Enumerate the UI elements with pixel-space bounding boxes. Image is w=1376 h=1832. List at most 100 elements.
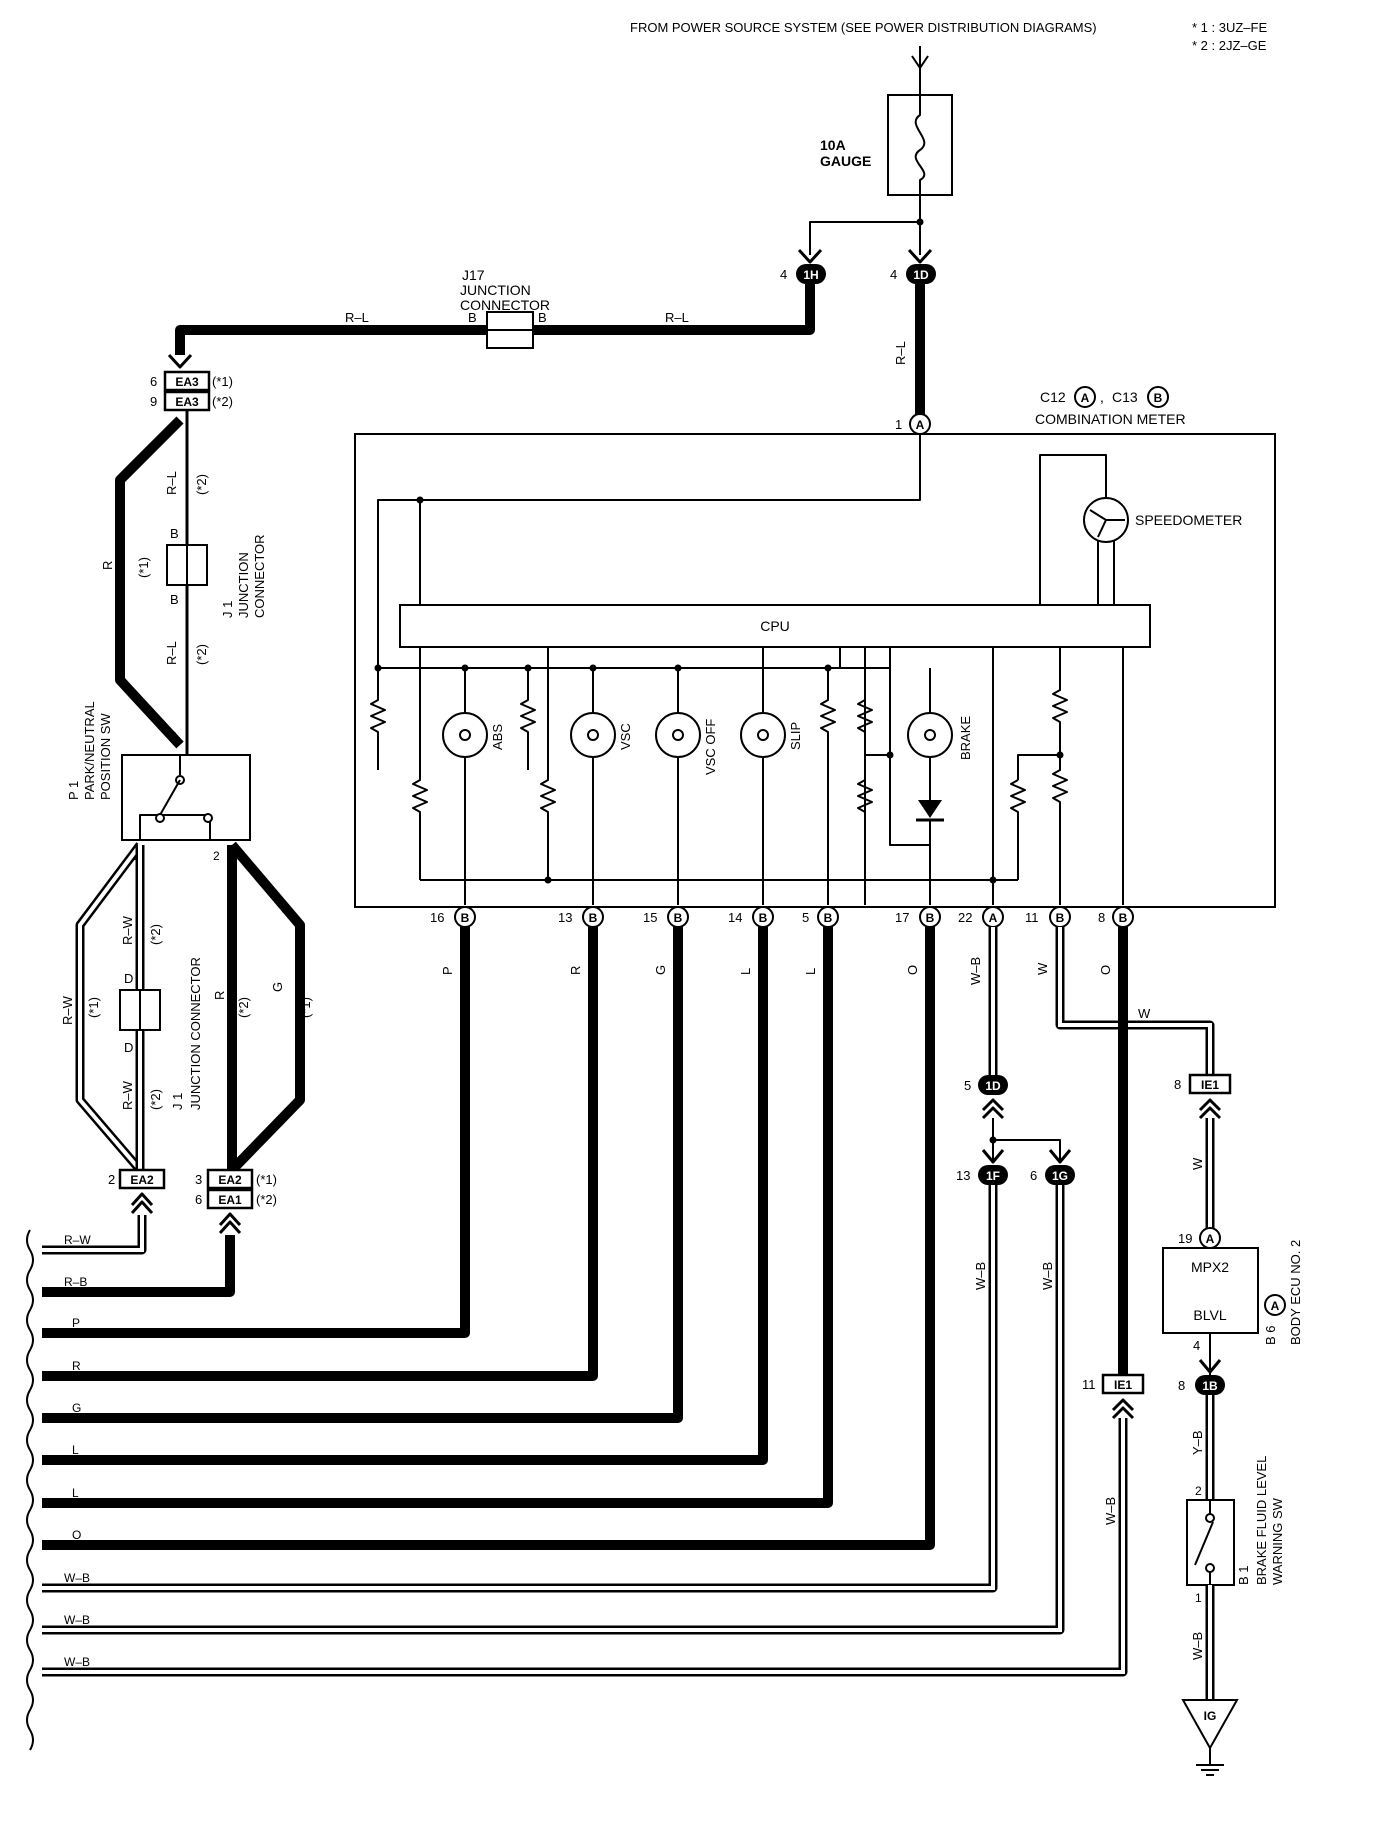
bus-label-10: W–B xyxy=(64,1655,90,1669)
svg-text:Y–B: Y–B xyxy=(1190,1430,1205,1455)
wire-RW-bus xyxy=(42,1215,147,1255)
svg-text:EA3: EA3 xyxy=(175,375,199,389)
svg-text:8: 8 xyxy=(1178,1378,1185,1393)
svg-text:9: 9 xyxy=(150,394,157,409)
svg-text:A: A xyxy=(1081,391,1090,405)
resistor-4 xyxy=(540,647,556,880)
svg-text:P: P xyxy=(440,966,455,975)
svg-text:JUNCTION CONNECTOR: JUNCTION CONNECTOR xyxy=(188,957,203,1110)
svg-text:C12: C12 xyxy=(1040,389,1066,405)
svg-text:R–L: R–L xyxy=(665,310,689,325)
svg-text:6: 6 xyxy=(195,1192,202,1207)
wire-RB-bus xyxy=(42,1235,235,1297)
combination-meter-box xyxy=(354,433,1276,908)
svg-text:3: 3 xyxy=(195,1172,202,1187)
svg-text:CPU: CPU xyxy=(760,618,790,634)
resistor-9 xyxy=(1052,755,1068,820)
svg-text:B: B xyxy=(926,911,935,925)
svg-text:L: L xyxy=(738,968,753,975)
svg-text:EA2: EA2 xyxy=(218,1173,242,1187)
fuse-element xyxy=(914,95,926,195)
svg-text:PARK/NEUTRAL: PARK/NEUTRAL xyxy=(82,701,97,800)
svg-text:C13: C13 xyxy=(1112,389,1138,405)
bus-label-4: G xyxy=(72,1401,81,1415)
svg-text:R–L: R–L xyxy=(164,641,179,665)
svg-text:R: R xyxy=(568,966,583,975)
connector-1G xyxy=(1045,1165,1075,1185)
fuse-rating: 10A xyxy=(820,137,846,153)
meter-pin-11: B 11 W xyxy=(1025,906,1071,975)
bus-label-6: L xyxy=(72,1486,79,1500)
svg-text:B: B xyxy=(589,911,598,925)
svg-text:B 1: B 1 xyxy=(1236,1565,1251,1585)
svg-text:B: B xyxy=(759,911,768,925)
svg-text:B: B xyxy=(1056,911,1065,925)
svg-text:2: 2 xyxy=(1195,1484,1202,1498)
svg-text:G: G xyxy=(653,965,668,975)
abs-lamp: ABS xyxy=(442,668,505,905)
svg-text:6: 6 xyxy=(150,374,157,389)
svg-text:B: B xyxy=(170,526,179,541)
svg-text:ABS: ABS xyxy=(490,724,505,750)
svg-text:J 1: J 1 xyxy=(170,1093,185,1110)
c12-conn-a xyxy=(1074,386,1096,408)
svg-text:IE1: IE1 xyxy=(1201,1078,1219,1092)
resistor-10 xyxy=(1010,779,1026,880)
wire-W-11 xyxy=(1055,927,1215,1075)
svg-text:W: W xyxy=(1138,1006,1151,1021)
brake-switch-contact xyxy=(1194,1521,1214,1566)
connector-EA2-right xyxy=(206,1168,254,1190)
svg-text:R–W: R–W xyxy=(120,915,135,945)
svg-text:17: 17 xyxy=(895,910,909,925)
svg-text:B: B xyxy=(1119,911,1128,925)
vsc-lamp: VSC xyxy=(570,668,633,905)
svg-text:W–B: W–B xyxy=(968,957,983,985)
bus-label-3: R xyxy=(72,1359,81,1373)
resistor-2 xyxy=(412,647,428,880)
svg-text:D: D xyxy=(124,1040,133,1055)
note-2: * 2 : 2JZ–GE xyxy=(1192,38,1267,53)
svg-text:JUNCTION: JUNCTION xyxy=(236,552,251,618)
svg-text:B: B xyxy=(538,310,547,325)
connector-EA2-left xyxy=(118,1168,166,1190)
svg-text:W: W xyxy=(1190,1157,1205,1170)
svg-text:(*2): (*2) xyxy=(148,1089,163,1110)
svg-text:BRAKE: BRAKE xyxy=(958,716,973,760)
svg-text:VSC OFF: VSC OFF xyxy=(703,719,718,775)
svg-text:3: 3 xyxy=(170,729,177,743)
svg-text:VSC: VSC xyxy=(618,723,633,750)
svg-text:R: R xyxy=(212,991,227,1000)
ground-point-IG xyxy=(1181,1699,1239,1751)
svg-text:4: 4 xyxy=(890,267,897,282)
svg-text:(*2): (*2) xyxy=(236,997,251,1018)
svg-text:14: 14 xyxy=(728,910,742,925)
svg-text:J17: J17 xyxy=(462,267,485,283)
svg-text:11: 11 xyxy=(1025,910,1039,925)
svg-text:(*1): (*1) xyxy=(136,557,151,578)
svg-text:R–L: R–L xyxy=(893,341,908,365)
power-source-label: FROM POWER SOURCE SYSTEM (SEE POWER DIST… xyxy=(630,20,1097,35)
svg-text:A: A xyxy=(1206,1232,1215,1246)
c13-conn-b xyxy=(1147,386,1169,408)
svg-text:R–W: R–W xyxy=(60,995,75,1025)
svg-text:1: 1 xyxy=(1195,1591,1202,1605)
svg-text:2: 2 xyxy=(108,1172,115,1187)
bus-label-5: L xyxy=(72,1443,79,1457)
svg-text:A: A xyxy=(989,911,998,925)
svg-text:R–L: R–L xyxy=(345,310,369,325)
svg-text:EA2: EA2 xyxy=(130,1173,154,1187)
svg-text:W: W xyxy=(1035,962,1050,975)
svg-text:W–B: W–B xyxy=(973,1262,988,1290)
ecu-conn-a xyxy=(1264,1294,1286,1316)
svg-text:B 6: B 6 xyxy=(1263,1325,1278,1345)
svg-text:COMBINATION METER: COMBINATION METER xyxy=(1035,411,1186,427)
connector-IE1-top xyxy=(1188,1073,1232,1095)
svg-text:IE1: IE1 xyxy=(1114,1378,1132,1392)
svg-text:(*2): (*2) xyxy=(148,924,163,945)
svg-text:,: , xyxy=(1100,389,1104,405)
svg-text:22: 22 xyxy=(958,910,972,925)
svg-text:W–B: W–B xyxy=(1103,1497,1118,1525)
bus-label-1: R–B xyxy=(64,1275,87,1289)
svg-text:(*2): (*2) xyxy=(212,394,233,409)
svg-text:WARNING SW: WARNING SW xyxy=(1270,1497,1285,1585)
